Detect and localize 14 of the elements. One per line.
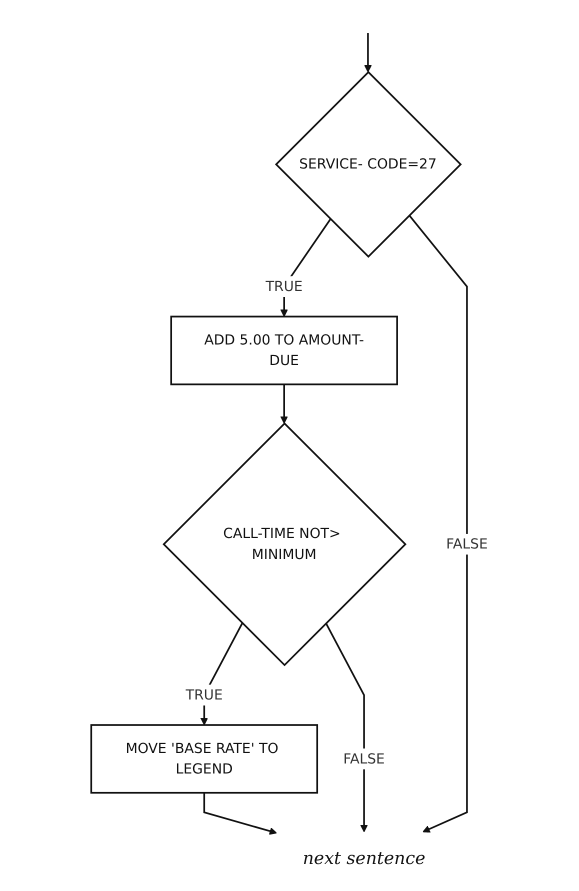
node-text: next sentence (302, 848, 426, 868)
arrow (280, 384, 288, 424)
arrow (408, 214, 468, 833)
node-box: MOVE 'BASE RATE' TO LEGEND (90, 724, 318, 794)
node-diamond: SERVICE- CODE=27 (274, 70, 462, 258)
node-diamond: CALL-TIME NOT> MINIMUM (162, 422, 407, 666)
edge-label: TRUE (266, 278, 303, 294)
edge-label: FALSE (343, 750, 385, 767)
arrow (325, 622, 368, 832)
arrow (203, 792, 277, 835)
arrow (364, 33, 372, 72)
node-box: ADD 5.00 TO AMOUNT-DUE (170, 316, 398, 386)
edge-label: TRUE (186, 686, 223, 703)
edge-label: FALSE (446, 536, 488, 552)
